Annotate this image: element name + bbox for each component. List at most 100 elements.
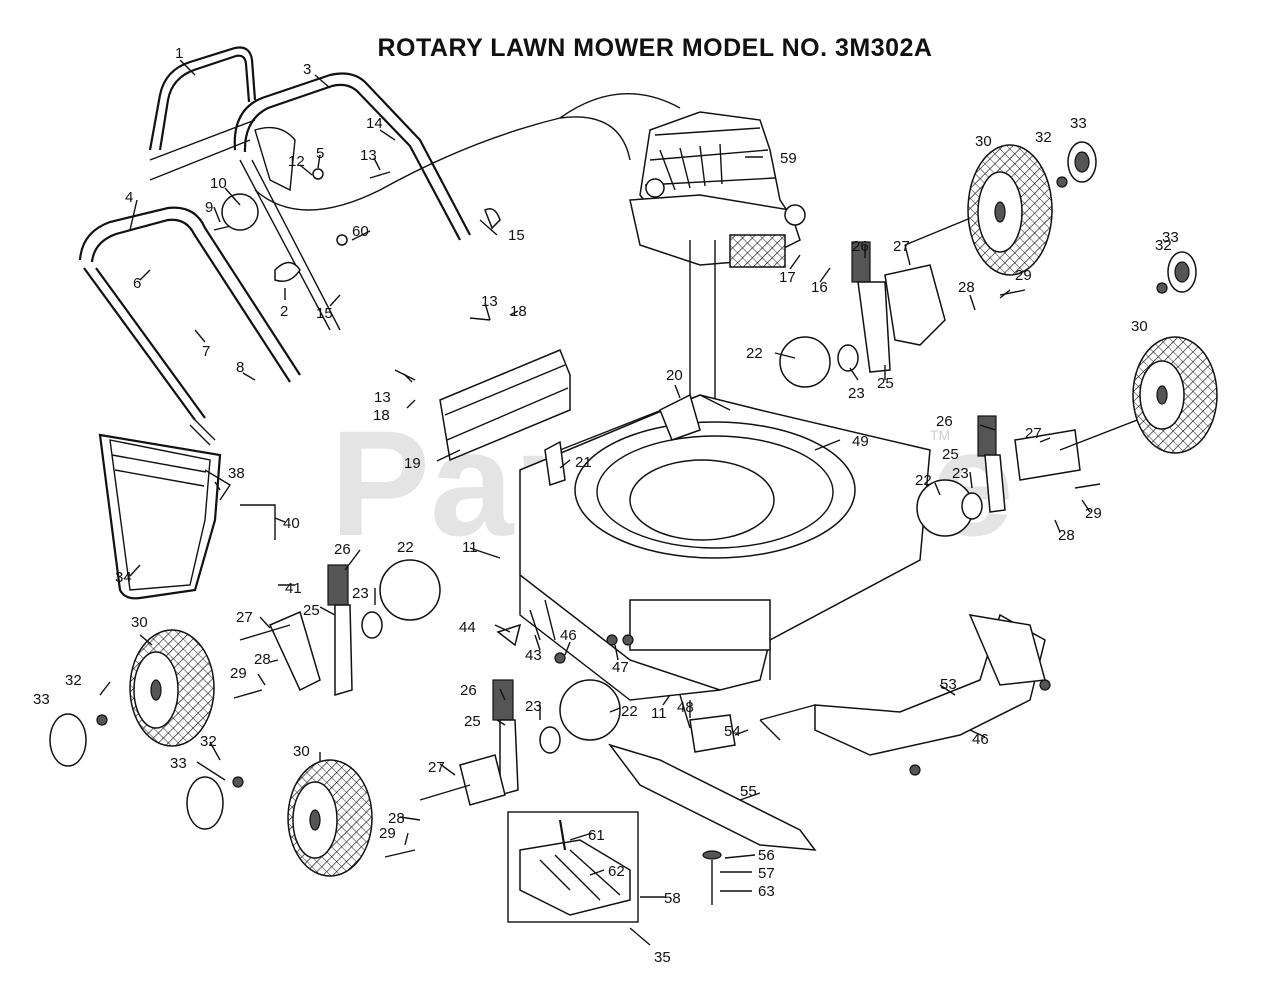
part-callout-label: 32: [65, 672, 82, 689]
part-callout-label: 17: [779, 269, 796, 286]
part-callout-label: 10: [210, 175, 227, 192]
part-callout-label: 23: [525, 698, 542, 715]
engine-part: [629, 111, 806, 268]
part-callout-label: 28: [958, 279, 975, 296]
upper-handle-part: [148, 46, 257, 181]
part-callout-label: 59: [780, 150, 797, 167]
part-callout-label: 25: [464, 713, 481, 730]
part-callout-label: 19: [404, 455, 421, 472]
part-callout-label: 29: [1015, 267, 1032, 284]
part-callout-label: 18: [373, 407, 390, 424]
part-callout-label: 14: [366, 115, 383, 132]
part-callout-label: 2: [280, 303, 288, 320]
part-callout-label: 48: [677, 699, 694, 716]
part-callout-label: 13: [374, 389, 391, 406]
part-callout-label: 28: [254, 651, 271, 668]
part-callout-label: 33: [1162, 229, 1179, 246]
part-callout-label: 43: [525, 647, 542, 664]
part-callout-label: 58: [664, 890, 681, 907]
mulcher-kit-part: [507, 811, 639, 923]
part-callout-label: 26: [460, 682, 477, 699]
part-callout-label: 27: [428, 759, 445, 776]
part-callout-label: 53: [940, 676, 957, 693]
part-callout-label: 46: [972, 731, 989, 748]
part-callout-label: 15: [316, 305, 333, 322]
part-callout-label: 21: [575, 454, 592, 471]
part-callout-label: 63: [758, 883, 775, 900]
part-callout-label: 13: [481, 293, 498, 310]
part-callout-label: 29: [379, 825, 396, 842]
part-callout-label: 62: [608, 863, 625, 880]
part-callout-label: 25: [942, 446, 959, 463]
deflector-parts: [759, 613, 1046, 756]
part-callout-label: 23: [848, 385, 865, 402]
part-callout-label: 28: [388, 810, 405, 827]
part-callout-label: 12: [288, 153, 305, 170]
part-callout-label: 30: [975, 133, 992, 150]
hardware-parts: [96, 168, 1168, 858]
part-callout-label: 7: [202, 343, 210, 360]
part-callout-label: 33: [170, 755, 187, 772]
part-callout-label: 49: [852, 433, 869, 450]
part-callout-label: 8: [236, 359, 244, 376]
wheel-adjuster-parts: [327, 241, 1006, 796]
part-callout-label: 32: [1155, 237, 1172, 254]
rear-baffle-part: [439, 349, 571, 462]
grass-bag-frame-part: [98, 433, 222, 600]
part-callout-label: 44: [459, 619, 476, 636]
part-callout-label: 34: [115, 569, 132, 586]
handle-part: [233, 72, 471, 331]
part-callout-label: 25: [303, 602, 320, 619]
baffle-ribs: [444, 364, 569, 441]
part-callout-label: 33: [1070, 115, 1087, 132]
part-callout-label: 38: [228, 465, 245, 482]
part-callout-label: 15: [508, 227, 525, 244]
part-callout-label: 30: [131, 614, 148, 631]
part-callout-label: 60: [352, 223, 369, 240]
part-callout-label: 27: [1025, 425, 1042, 442]
part-callout-label: 29: [230, 665, 247, 682]
part-callout-label: 26: [852, 238, 869, 255]
part-callout-label: 13: [360, 147, 377, 164]
part-callout-label: 23: [352, 585, 369, 602]
lower-handle-part: [78, 206, 301, 446]
part-callout-label: 6: [133, 275, 141, 292]
part-callout-label: 25: [877, 375, 894, 392]
part-callout-label: 46: [560, 627, 577, 644]
part-callout-label: 35: [654, 949, 671, 966]
part-callout-label: 22: [915, 472, 932, 489]
part-callout-label: 16: [811, 279, 828, 296]
part-callout-label: 33: [33, 691, 50, 708]
part-callout-label: 22: [621, 703, 638, 720]
deck-part: [519, 394, 931, 701]
part-callout-label: 3: [303, 61, 311, 78]
part-callout-label: 29: [1085, 505, 1102, 522]
part-callout-label: 26: [936, 413, 953, 430]
part-callout-label: 32: [1035, 129, 1052, 146]
part-callout-label: 61: [588, 827, 605, 844]
part-callout-label: 1: [175, 45, 183, 62]
cable-loop: [559, 92, 681, 119]
watermark-trademark: TM: [930, 427, 950, 443]
part-callout-label: 27: [236, 609, 253, 626]
diagram-title: ROTARY LAWN MOWER MODEL NO. 3M302A: [377, 34, 933, 62]
part-callout-label: 11: [462, 539, 478, 556]
part-callout-label: 57: [758, 865, 775, 882]
part-callout-label: 56: [758, 847, 775, 864]
part-callout-label: 30: [293, 743, 310, 760]
part-callout-label: 30: [1131, 318, 1148, 335]
part-callout-label: 22: [746, 345, 763, 362]
part-callout-label: 9: [205, 199, 213, 216]
part-callout-label: 11: [651, 705, 667, 722]
part-callout-label: 28: [1058, 527, 1075, 544]
part-callout-label: 22: [397, 539, 414, 556]
leader-lines: [99, 59, 1091, 946]
part-callout-label: 55: [740, 783, 757, 800]
hubcap-parts: [49, 141, 1197, 830]
part-callout-label: 27: [893, 238, 910, 255]
part-callout-label: 23: [952, 465, 969, 482]
wheel-parts: [129, 144, 1218, 877]
